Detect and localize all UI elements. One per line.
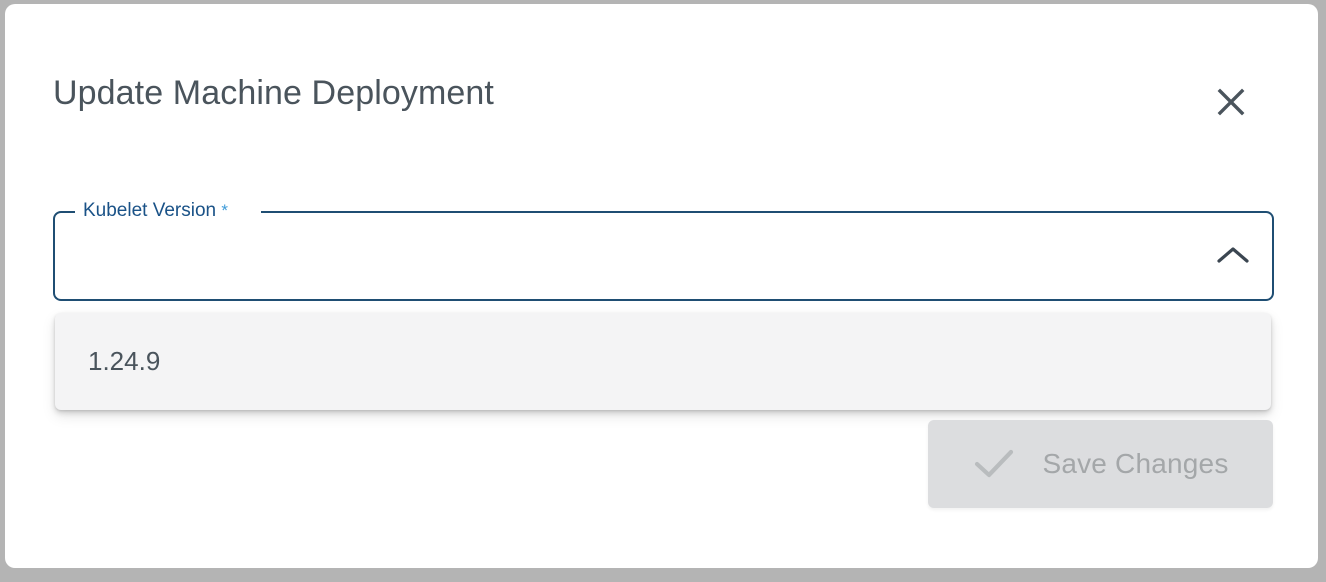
chevron-up-icon: [1216, 244, 1250, 269]
kubelet-version-label: Kubelet Version *: [79, 200, 232, 222]
kubelet-version-value[interactable]: [77, 211, 1207, 301]
check-icon: [972, 447, 1016, 481]
required-asterisk: *: [221, 201, 228, 220]
kubelet-version-dropdown-panel[interactable]: 1.24.9: [55, 313, 1271, 410]
close-icon: [1216, 87, 1246, 117]
save-changes-label: Save Changes: [1042, 448, 1229, 479]
update-machine-deployment-dialog: Update Machine Deployment Kubelet Versio…: [5, 4, 1318, 568]
dropdown-toggle-button[interactable]: [1210, 211, 1256, 301]
dialog-header: Update Machine Deployment: [5, 4, 1318, 164]
close-button[interactable]: [1201, 72, 1261, 132]
list-item[interactable]: 1.24.9: [88, 346, 161, 376]
kubelet-version-field[interactable]: Kubelet Version *: [53, 200, 1274, 301]
field-label-text: Kubelet Version: [83, 200, 217, 221]
page-title: Update Machine Deployment: [53, 74, 494, 112]
field-outline-start: [53, 211, 75, 301]
save-changes-button[interactable]: Save Changes: [928, 420, 1273, 508]
